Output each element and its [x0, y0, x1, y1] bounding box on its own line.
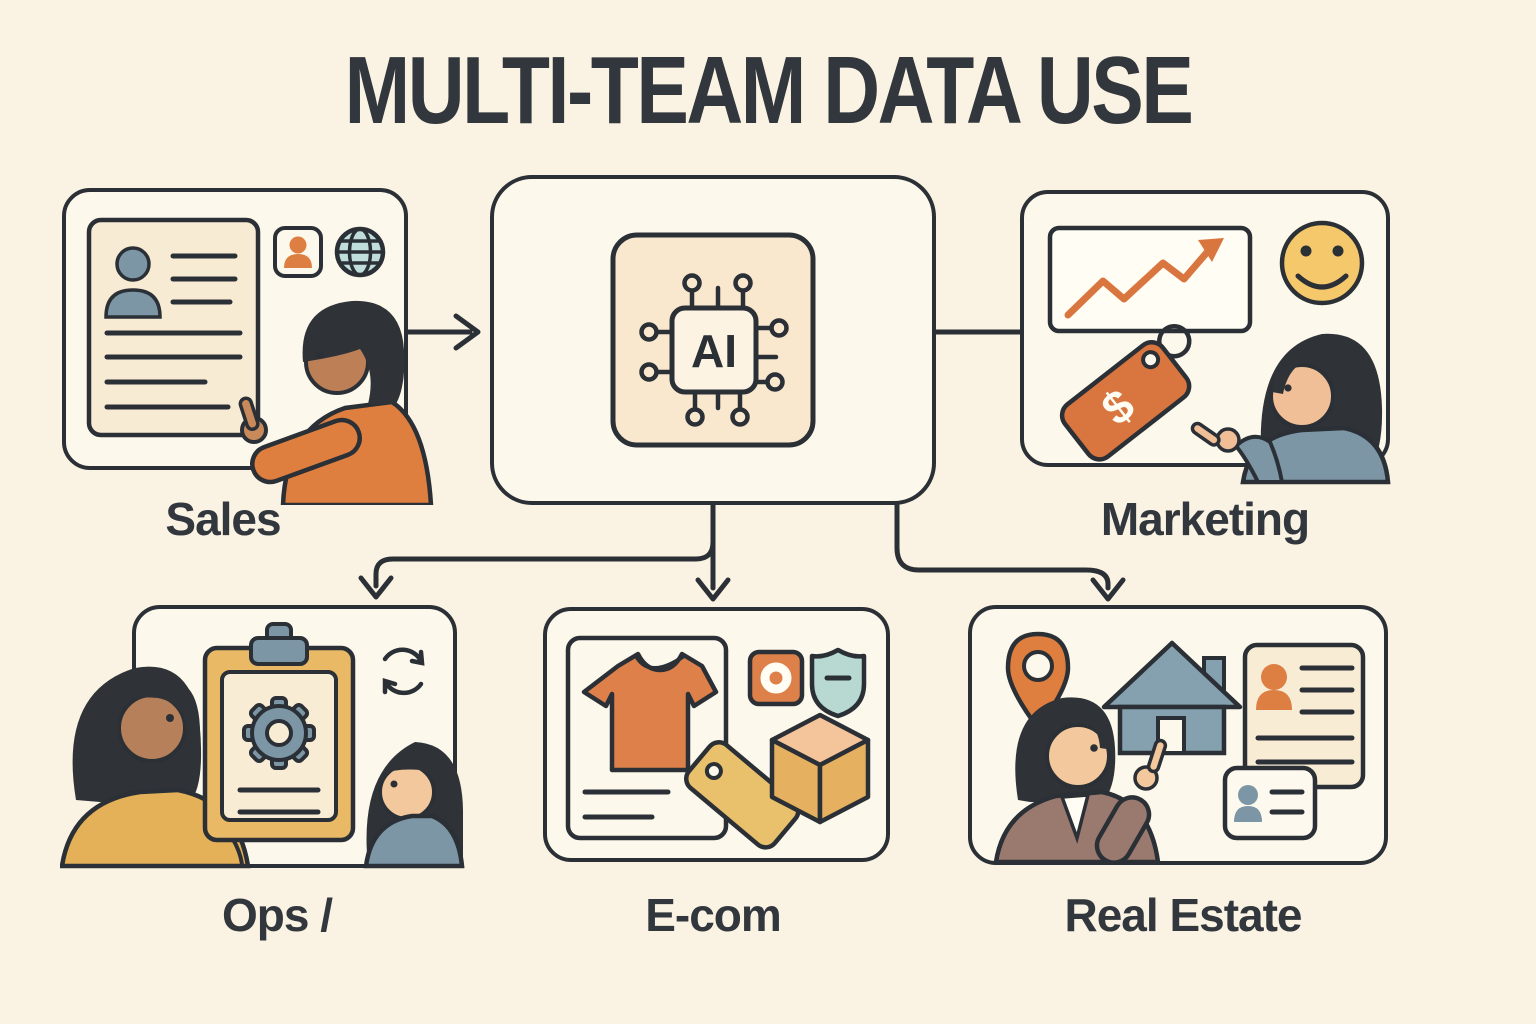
ops-art: [60, 622, 465, 869]
tag-icon: [684, 740, 801, 850]
customer-profile-document: [86, 217, 261, 438]
agent-shirt: [1059, 793, 1091, 844]
agent-face: [1045, 723, 1111, 789]
gear-icon: [242, 696, 316, 770]
chip-pins: [639, 273, 789, 427]
agent-figure: [993, 697, 1168, 865]
refresh-cycle-icon: [382, 647, 425, 696]
price-tag-icon: $: [1059, 323, 1192, 462]
sales-art: [86, 217, 434, 505]
clipboard-icon: [202, 622, 356, 843]
document-text-lines: [104, 253, 243, 410]
product-card-icon: [565, 635, 729, 841]
realestate-art: [993, 631, 1366, 865]
salesperson-hair: [302, 300, 405, 404]
salesperson-arm: [250, 417, 362, 485]
ops-label: Ops /: [221, 889, 333, 941]
ai-chip-label: AI: [691, 325, 737, 377]
ai-chip-art: AI: [610, 232, 816, 448]
smiley-face-icon: [1279, 220, 1365, 306]
arrow-sales-to-ai: [405, 313, 481, 351]
agent-sleeve: [1094, 795, 1152, 865]
ai-chip-icon: AI: [610, 232, 816, 448]
marketing-art: $: [1047, 220, 1391, 485]
listing-document-icon: [1242, 642, 1366, 790]
page-title: MULTI-TEAM DATA USE: [344, 37, 1194, 144]
ecom-label: E-com: [645, 889, 782, 941]
document-avatar-icon: [104, 246, 162, 319]
ops-woman-right-body: [363, 813, 465, 869]
marketer-figure: [1190, 333, 1391, 485]
growth-chart-icon: [1047, 225, 1253, 334]
ecom-art: [565, 635, 871, 850]
globe-icon: [334, 226, 386, 278]
ops-woman-right: [363, 742, 465, 869]
sales-label: Sales: [165, 493, 281, 545]
product-badge-icon: [747, 649, 805, 707]
shipping-box-icon: [769, 712, 871, 825]
contact-card-icon: [1222, 765, 1318, 841]
house-icon: [1101, 640, 1243, 756]
marketer-sleeve: [1233, 434, 1285, 484]
marketing-label: Marketing: [1100, 493, 1310, 545]
shield-icon: [809, 647, 867, 719]
ops-woman-right-face: [378, 763, 436, 821]
salesperson-figure: [238, 300, 434, 505]
arrow-ai-to-ops: [358, 539, 716, 600]
arrow-ai-to-realestate: [894, 502, 1126, 602]
contact-badge-icon: [273, 226, 323, 278]
realestate-label: Real Estate: [1064, 889, 1302, 941]
